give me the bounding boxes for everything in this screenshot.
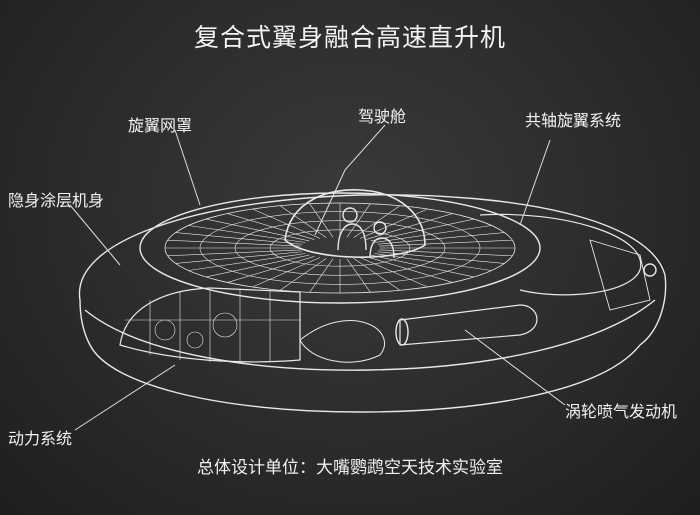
pilot-1	[342, 207, 358, 223]
shroud-grid-line	[377, 251, 505, 264]
shroud-grid	[165, 203, 515, 293]
turbojet-engine	[399, 304, 538, 346]
shroud-grid-line	[252, 208, 321, 239]
shroud-grid-line	[205, 254, 310, 278]
label-coaxial-rotor: 共轴旋翼系统	[525, 111, 622, 130]
shroud-grid-line	[227, 256, 315, 283]
shroud-grid-line	[309, 258, 334, 293]
shroud-grid-line	[365, 213, 453, 240]
shroud-grid-line	[167, 249, 301, 257]
rotor-ring	[479, 213, 642, 296]
power-bay	[119, 287, 301, 363]
design-unit-caption: 总体设计单位：大嘴鹦鹉空天技术实验室	[197, 458, 503, 478]
shroud-grid-line	[353, 205, 401, 238]
shroud-grid-line	[279, 205, 327, 238]
shroud-grid-line	[188, 225, 306, 243]
label-stealth-fuselage: 隐身涂层机身	[8, 191, 105, 210]
shroud-grid-line	[374, 225, 492, 243]
shroud-grid-line	[377, 232, 505, 245]
rotor-shroud	[139, 192, 541, 304]
shroud-grid-line	[370, 254, 475, 278]
pilot-2	[373, 221, 387, 235]
fuselage-outline	[78, 194, 667, 413]
shroud-grid-line	[188, 253, 306, 271]
shroud-grid-line	[346, 203, 371, 238]
shroud-grid-line	[379, 249, 513, 257]
label-cockpit: 驾驶舱	[358, 107, 407, 126]
shroud-grid-ring	[199, 211, 481, 285]
leader-lines	[69, 124, 566, 431]
shroud-grid-line	[279, 258, 327, 291]
label-power-system: 动力系统	[8, 429, 73, 448]
shroud-grid-line	[175, 232, 303, 245]
cockpit-dome	[284, 189, 426, 258]
shroud-grid-line	[359, 208, 428, 239]
shroud-grid-line	[205, 218, 310, 242]
shroud-grid-line	[346, 258, 371, 293]
shroud-grid-line	[175, 251, 303, 264]
shroud-grid-line	[374, 253, 492, 271]
shroud-grid-line	[353, 258, 401, 291]
fuselage-midline	[84, 299, 656, 371]
shroud-grid-line	[379, 239, 513, 247]
shroud-grid-line	[227, 213, 315, 240]
shroud-grid-line	[167, 239, 301, 247]
shroud-grid-ring	[234, 220, 446, 276]
label-turbojet: 涡轮喷气发动机	[565, 402, 678, 421]
shroud-grid-line	[252, 257, 321, 288]
label-rotor-shroud: 旋翼网罩	[128, 116, 193, 135]
diagram-title: 复合式翼身融合高速直升机	[193, 23, 506, 52]
shroud-grid-line	[365, 256, 453, 283]
shroud-grid-line	[359, 257, 428, 288]
shroud-grid-ring	[269, 229, 411, 267]
